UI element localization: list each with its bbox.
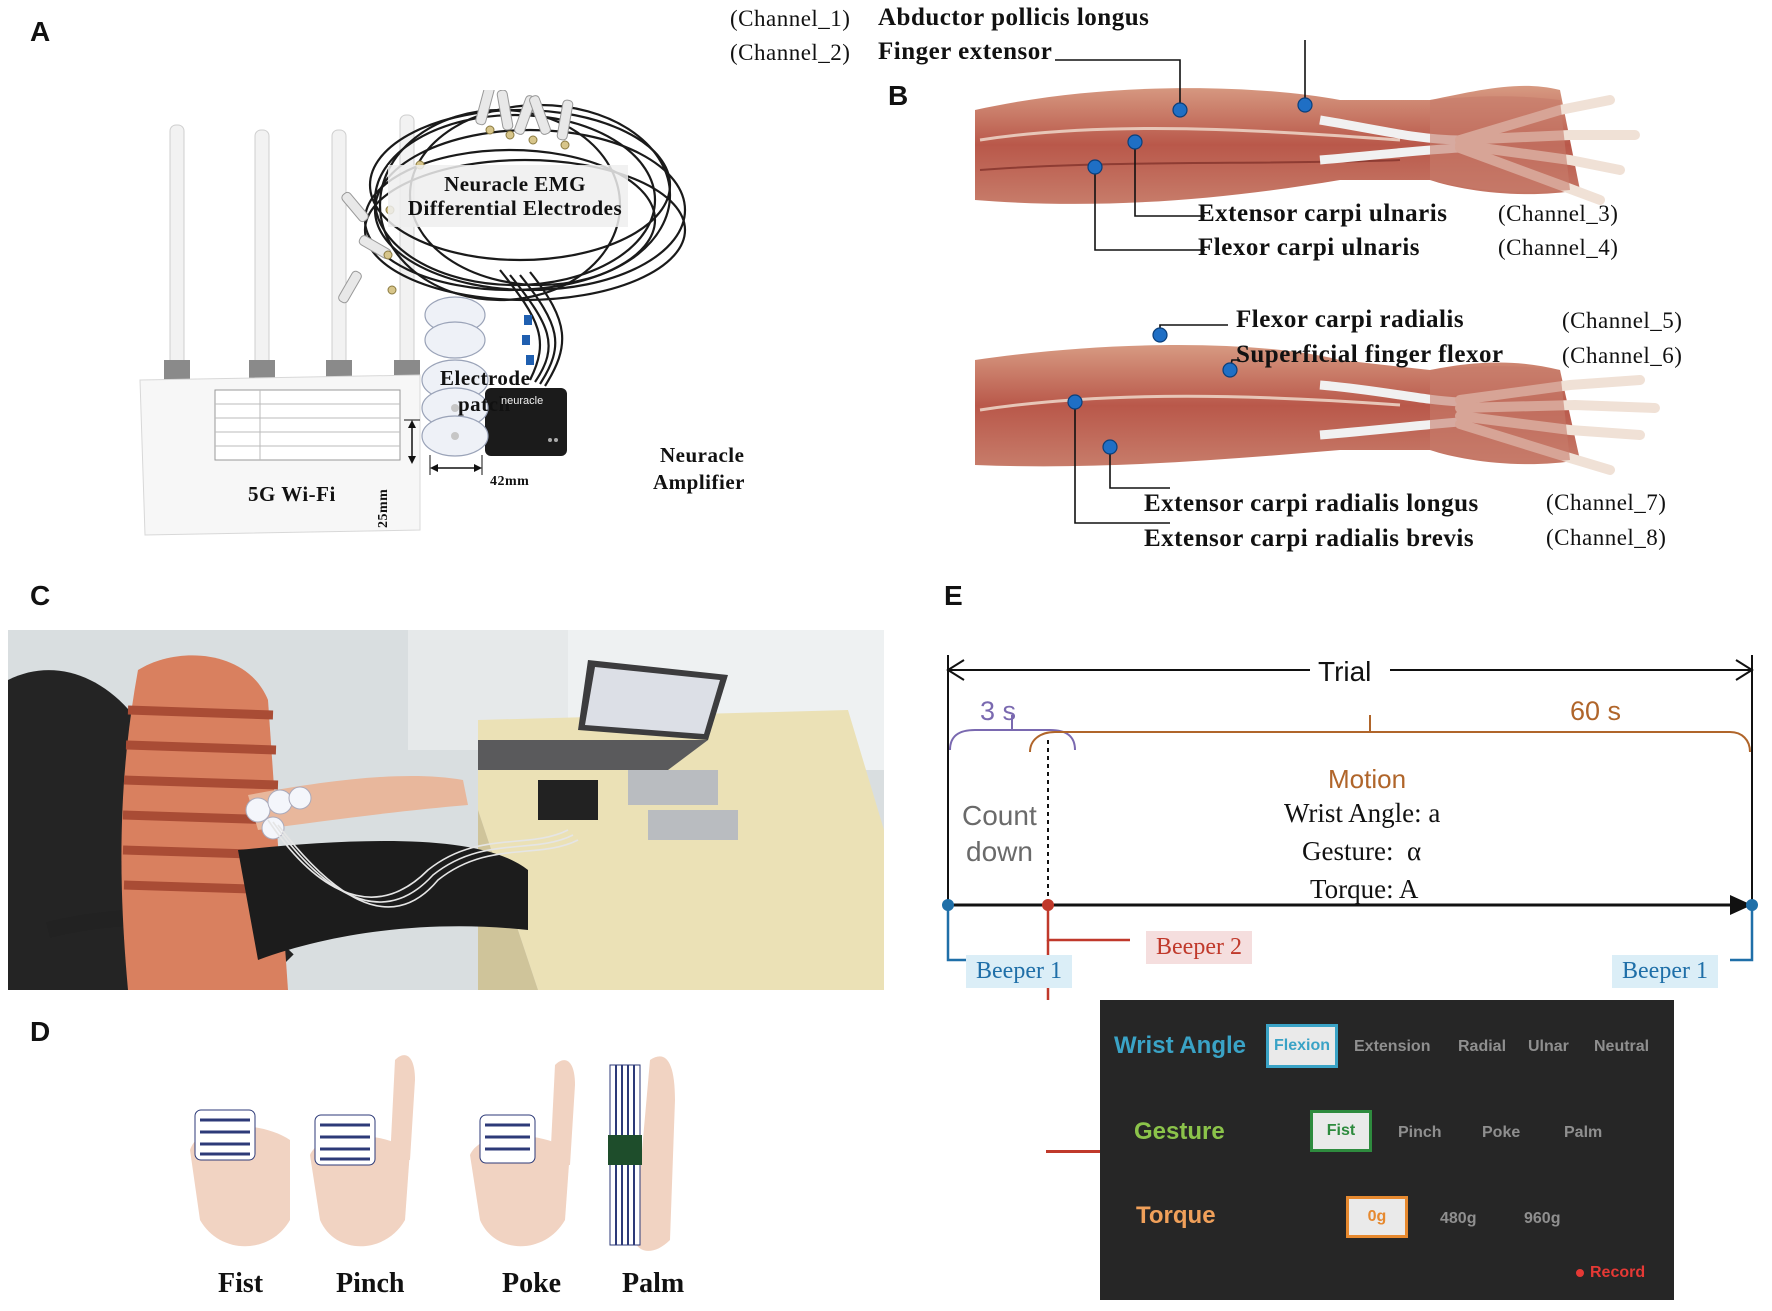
panel-label-b: B bbox=[888, 80, 909, 111]
hardware-illustration bbox=[139, 84, 687, 536]
patch-label-line2: patch bbox=[458, 392, 511, 416]
torque-option-480g[interactable]: 480g bbox=[1440, 1210, 1477, 1227]
forearm-anatomy-illustration bbox=[975, 17, 1660, 524]
amplifier-label-line1: Neuracle bbox=[660, 443, 745, 467]
gesture-option-fist[interactable]: Fist bbox=[1310, 1110, 1372, 1152]
motion-duration: 60 s bbox=[1570, 696, 1622, 726]
wifi-label: 5G Wi-Fi bbox=[248, 482, 336, 506]
muscle-6-channel: (Channel_6) bbox=[1562, 343, 1683, 368]
electrodes-label-line2: Differential Electrodes bbox=[407, 196, 623, 220]
amplifier-label-line2: Amplifier bbox=[653, 470, 745, 494]
torque-option-0g[interactable]: 0g bbox=[1346, 1196, 1408, 1238]
beeper-1-end: Beeper 1 bbox=[1612, 955, 1718, 988]
wrist-angle-line: Wrist Angle: a bbox=[1284, 798, 1441, 828]
muscle-6-name: Superficial finger flexor bbox=[1236, 341, 1504, 368]
panel-b-muscle-diagram bbox=[960, 17, 1770, 560]
panel-a-hardware-photo: Neuracle EMG Differential Electrodes Ele… bbox=[120, 84, 790, 550]
muscle-8-name: Extensor carpi radialis brevis bbox=[1144, 525, 1475, 552]
motion-title: Motion bbox=[1328, 764, 1407, 794]
wrist-angle-option-flexion[interactable]: Flexion bbox=[1266, 1024, 1338, 1068]
beeper-1-start: Beeper 1 bbox=[966, 955, 1072, 988]
wrist-angle-option-radial[interactable]: Radial bbox=[1458, 1038, 1507, 1055]
gesture-label-poke: Poke bbox=[502, 1268, 562, 1299]
countdown-label-line2: down bbox=[966, 836, 1033, 867]
patch-height-dimension: 25mm bbox=[376, 488, 391, 528]
muscle-7-name: Extensor carpi radialis longus bbox=[1144, 490, 1479, 517]
torque-option-960g[interactable]: 960g bbox=[1524, 1210, 1561, 1227]
interface-connector bbox=[1046, 1150, 1102, 1153]
countdown-label-line1: Count bbox=[962, 800, 1037, 831]
wrist-angle-option-extension[interactable]: Extension bbox=[1354, 1038, 1431, 1055]
countdown-duration: 3 s bbox=[980, 696, 1017, 726]
record-dot-icon bbox=[1576, 1269, 1584, 1277]
trial-timeline-diagram bbox=[942, 655, 1758, 1000]
trial-label: Trial bbox=[1318, 656, 1372, 687]
wrist-angle-row-label: Wrist Angle bbox=[1114, 1032, 1247, 1059]
wrist-angle-option-ulnar[interactable]: Ulnar bbox=[1528, 1038, 1569, 1055]
amplifier-brand-text: neuracle bbox=[501, 395, 544, 407]
muscle-3-name: Extensor carpi ulnaris bbox=[1198, 200, 1448, 227]
beeper-2: Beeper 2 bbox=[1146, 931, 1252, 964]
panel-label-d: D bbox=[30, 1016, 51, 1047]
wrist-angle-option-neutral[interactable]: Neutral bbox=[1594, 1038, 1650, 1055]
muscle-5-channel: (Channel_5) bbox=[1562, 308, 1683, 333]
panel-e-trial-timeline bbox=[930, 640, 1770, 1000]
panel-label-c: C bbox=[30, 580, 51, 611]
record-label: Record bbox=[1590, 1264, 1646, 1281]
patch-width-dimension: 42mm bbox=[490, 474, 530, 489]
muscle-1-name: Abductor pollicis longus bbox=[878, 4, 1150, 31]
panel-label-e: E bbox=[944, 580, 963, 611]
patch-label-line1: Electrode bbox=[440, 366, 531, 390]
torque-row-label: Torque bbox=[1136, 1202, 1216, 1229]
panel-label-a: A bbox=[30, 16, 51, 47]
gesture-option-palm[interactable]: Palm bbox=[1564, 1124, 1603, 1141]
muscle-3-channel: (Channel_3) bbox=[1498, 201, 1619, 226]
recording-interface-panel: Wrist Angle Flexion Extension Radial Uln… bbox=[1100, 1000, 1674, 1300]
gesture-line: Gesture: α bbox=[1302, 836, 1422, 866]
muscle-2-name: Finger extensor bbox=[878, 38, 1053, 65]
record-button[interactable]: Record bbox=[1576, 1264, 1645, 1282]
electrodes-label-line1: Neuracle EMG bbox=[444, 172, 586, 196]
muscle-2-channel: (Channel_2) bbox=[730, 40, 851, 65]
panel-d-gesture-photos bbox=[180, 1040, 710, 1280]
muscle-1-channel: (Channel_1) bbox=[730, 6, 851, 31]
gesture-option-poke[interactable]: Poke bbox=[1482, 1124, 1521, 1141]
gesture-option-pinch[interactable]: Pinch bbox=[1398, 1124, 1442, 1141]
panel-c-experiment-photo bbox=[8, 630, 884, 990]
muscle-4-name: Flexor carpi ulnaris bbox=[1198, 234, 1421, 261]
torque-line: Torque: A bbox=[1310, 874, 1419, 904]
muscle-5-name: Flexor carpi radialis bbox=[1236, 306, 1465, 333]
gesture-row-label: Gesture bbox=[1134, 1118, 1225, 1145]
muscle-7-channel: (Channel_7) bbox=[1546, 490, 1667, 515]
gesture-label-pinch: Pinch bbox=[336, 1268, 405, 1299]
gesture-label-fist: Fist bbox=[218, 1268, 264, 1299]
muscle-4-channel: (Channel_4) bbox=[1498, 235, 1619, 260]
participant-setup-illustration bbox=[8, 630, 884, 990]
gesture-label-palm: Palm bbox=[622, 1268, 685, 1299]
muscle-8-channel: (Channel_8) bbox=[1546, 525, 1667, 550]
gesture-illustrations bbox=[190, 1055, 675, 1251]
